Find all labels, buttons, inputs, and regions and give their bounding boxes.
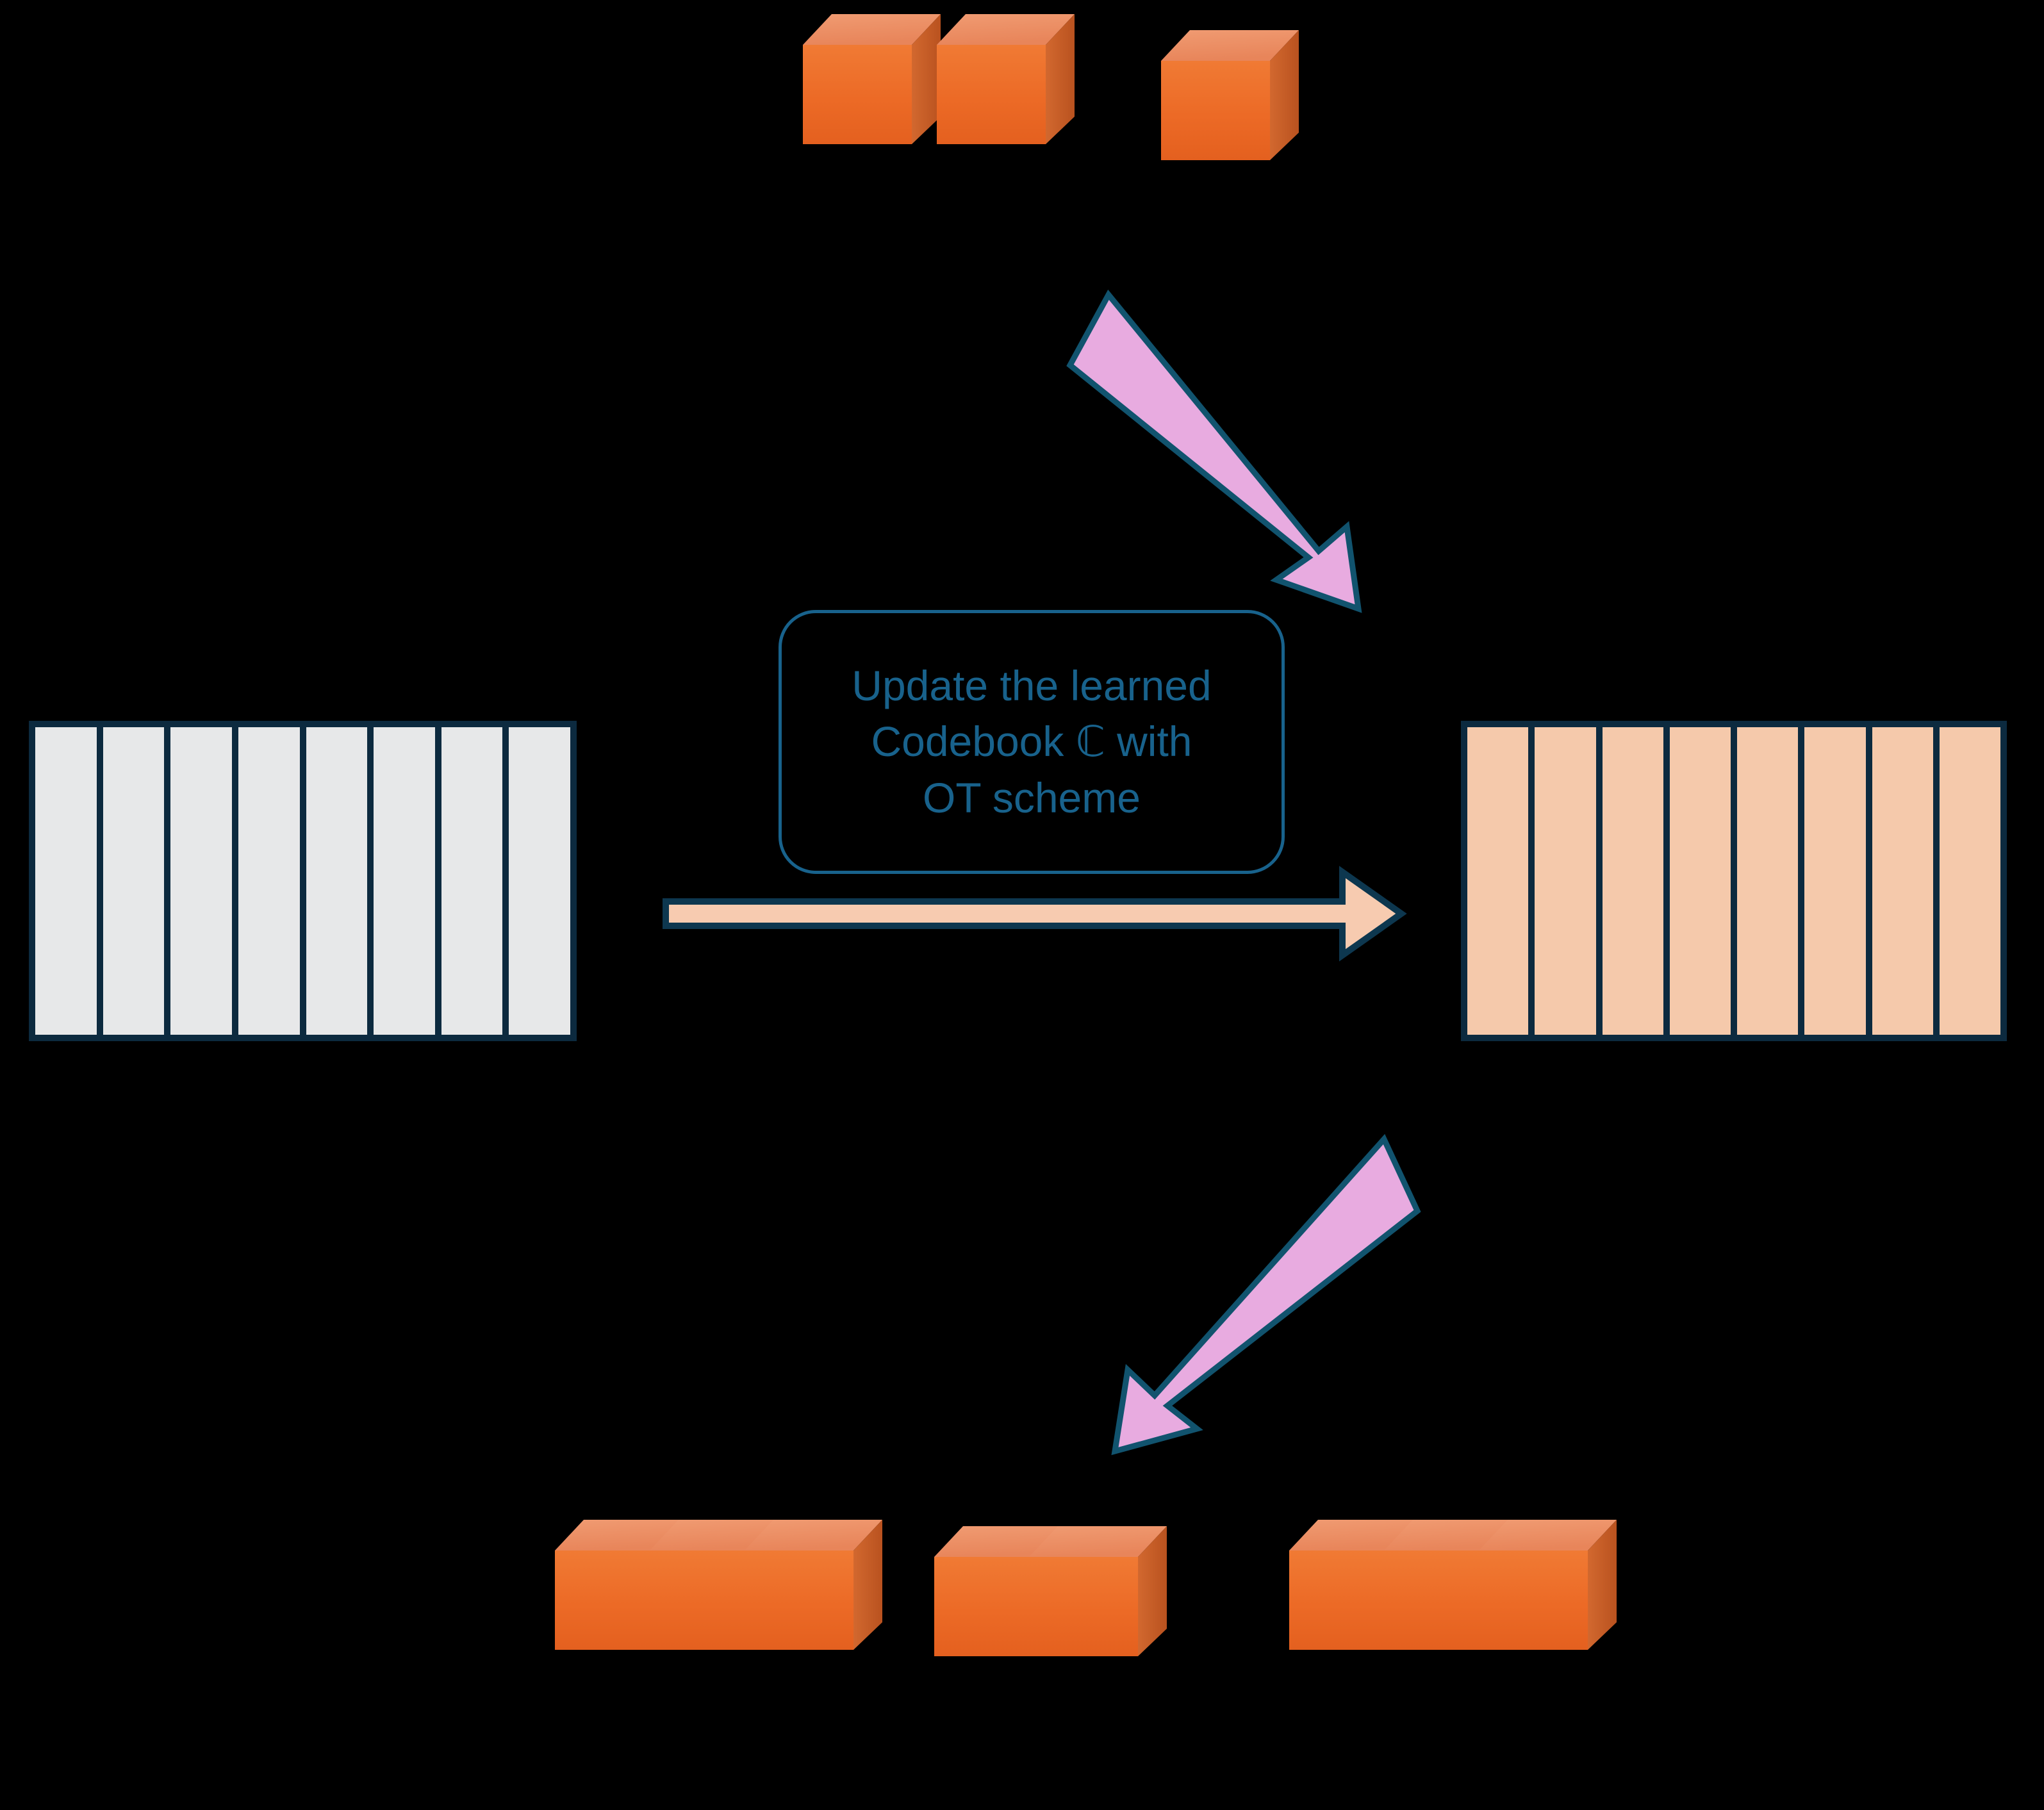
arrow-horizontal-update (663, 862, 1407, 964)
update-codebook-caption-box: Update the learned Codebook ℂ with OT sc… (779, 610, 1285, 874)
update-codebook-caption-text: Update the learned Codebook ℂ with OT sc… (852, 662, 1212, 821)
codebook-cell (1939, 727, 2000, 1035)
arrow-top-diagonal (1051, 288, 1467, 621)
codebook-cell (1872, 727, 1933, 1035)
source-codebook-block (29, 721, 577, 1041)
updated-codebook-block (1461, 721, 2007, 1041)
codebook-cell (1602, 727, 1663, 1035)
cube (937, 6, 1075, 144)
cube (803, 6, 941, 144)
codebook-cell (35, 727, 97, 1035)
codebook-cell (238, 727, 300, 1035)
cube (745, 1512, 882, 1650)
codebook-cell (103, 727, 165, 1035)
cube (1029, 1518, 1167, 1656)
codebook-cell (306, 727, 368, 1035)
codebook-cell (441, 727, 503, 1035)
cube (1161, 22, 1299, 160)
codebook-cell (170, 727, 232, 1035)
codebook-cell (1737, 727, 1799, 1035)
cube (1479, 1512, 1617, 1650)
codebook-cell (1804, 727, 1866, 1035)
codebook-cell (1467, 727, 1529, 1035)
arrow-bottom-diagonal (1025, 1128, 1422, 1467)
codebook-cell (374, 727, 435, 1035)
codebook-cell (509, 727, 570, 1035)
codebook-cell (1535, 727, 1596, 1035)
codebook-cell (1669, 727, 1731, 1035)
